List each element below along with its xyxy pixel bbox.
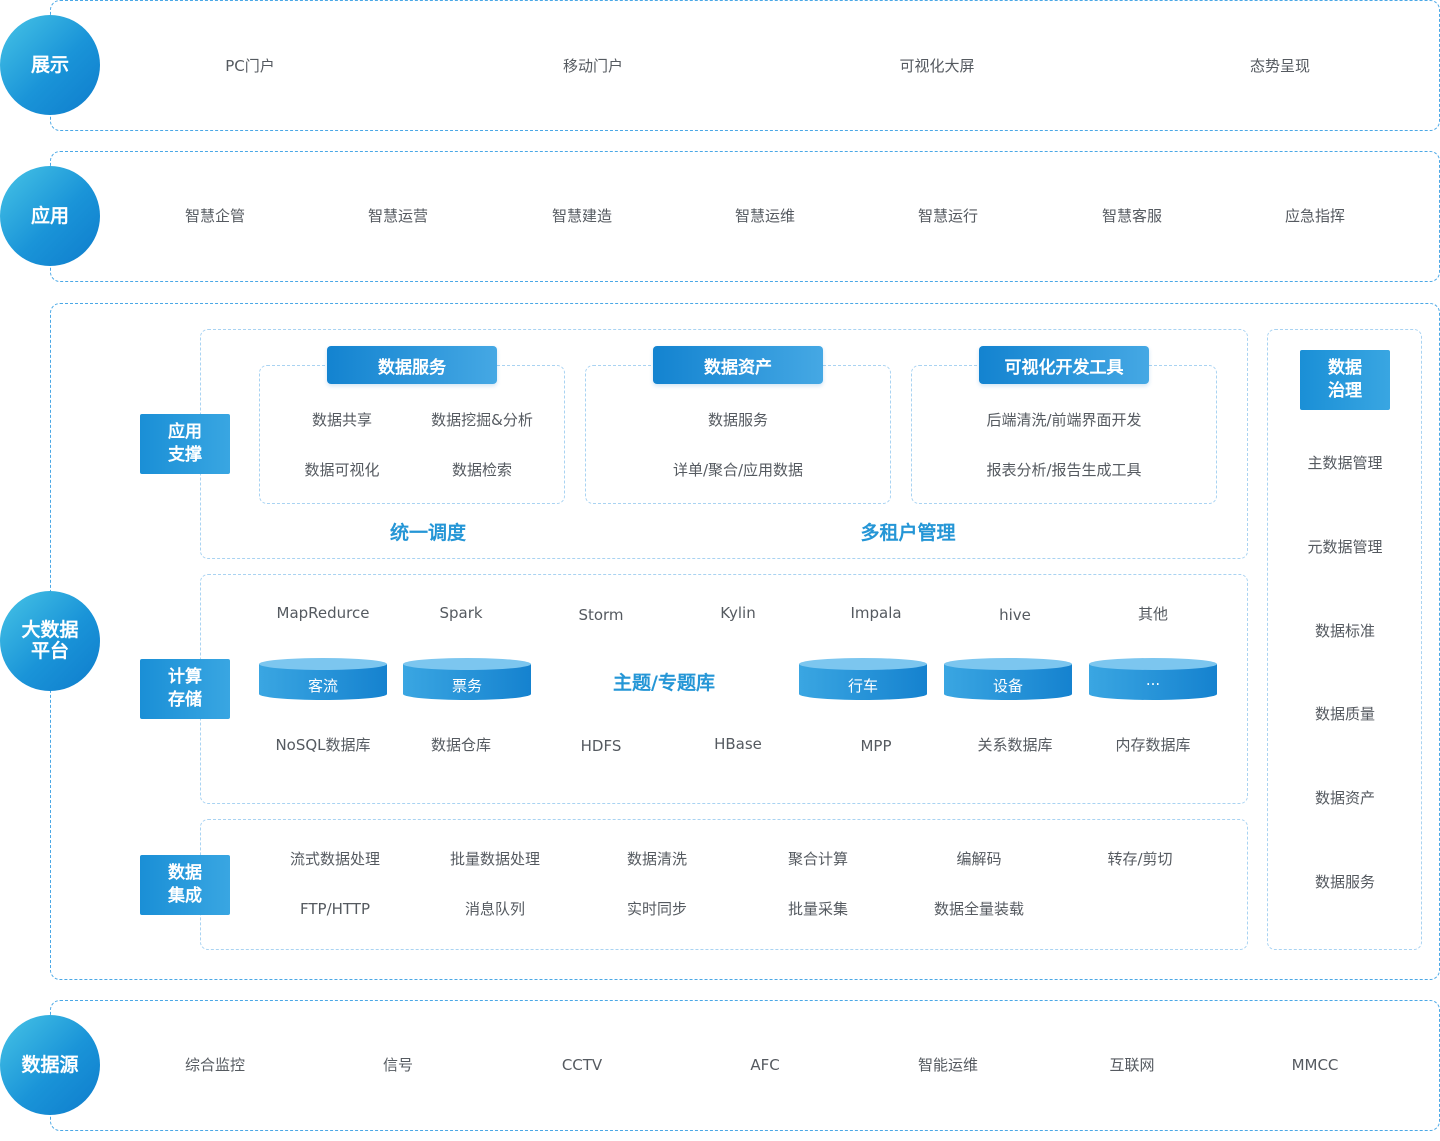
- integration-section: [200, 819, 1248, 950]
- display-layer-badge: 展示: [0, 15, 100, 115]
- application-item: 智慧建造: [551, 207, 613, 225]
- cylinder-label: 客流: [307, 677, 338, 695]
- visual-dev-title: 可视化开发工具: [979, 346, 1149, 384]
- multi-tenant-management: 多租户管理: [860, 522, 956, 544]
- visual-dev-card: [911, 365, 1217, 504]
- governance-item: 数据标准: [1314, 622, 1376, 640]
- source-item: 信号: [382, 1056, 414, 1074]
- engine-label: Kylin: [720, 604, 756, 622]
- database-cylinder: 票务: [403, 658, 531, 700]
- data-service-item: 数据挖掘&分析: [431, 411, 533, 429]
- cylinder-label: 行车: [847, 677, 878, 695]
- integration-item: FTP/HTTP: [299, 900, 371, 918]
- application-item: 智慧客服: [1101, 207, 1163, 225]
- source-item: 智能运维: [917, 1056, 979, 1074]
- display-item: 态势呈现: [1249, 57, 1311, 75]
- platform-layer-badge: 大数据平台: [0, 591, 100, 691]
- cylinder-label: 票务: [451, 677, 482, 695]
- source-item: 综合监控: [184, 1056, 246, 1074]
- database-cylinder: 客流: [259, 658, 387, 700]
- visual-dev-item: 后端清洗/前端界面开发: [986, 411, 1142, 429]
- cylinder-label: 设备: [992, 677, 1023, 695]
- engine-label: MapRedurce: [276, 604, 370, 622]
- application-item: 智慧运行: [917, 207, 979, 225]
- governance-section: [1267, 329, 1422, 950]
- governance-item: 数据质量: [1314, 705, 1376, 723]
- data-service-card: [259, 365, 565, 504]
- integration-item: 编解码: [956, 850, 1002, 868]
- store-label: 内存数据库: [1115, 736, 1191, 754]
- database-cylinder: ...: [1089, 658, 1217, 700]
- store-label: 关系数据库: [977, 736, 1053, 754]
- database-cylinder: 设备: [944, 658, 1072, 700]
- integration-item: 批量数据处理: [449, 850, 541, 868]
- application-layer-badge: 应用: [0, 166, 100, 266]
- application-item: 智慧企管: [184, 207, 246, 225]
- data-service-item: 数据可视化: [304, 461, 380, 479]
- source-item: 互联网: [1109, 1056, 1155, 1074]
- source-item: AFC: [750, 1056, 780, 1074]
- data-asset-title: 数据资产: [653, 346, 823, 384]
- store-label: 数据仓库: [430, 736, 492, 754]
- integration-item: 批量采集: [787, 900, 849, 918]
- source-item: MMCC: [1291, 1056, 1339, 1074]
- engine-label: Spark: [439, 604, 483, 622]
- display-item: PC门户: [225, 57, 275, 75]
- application-item: 智慧运维: [734, 207, 796, 225]
- data-service-item: 数据检索: [451, 461, 513, 479]
- display-item: 可视化大屏: [899, 57, 975, 75]
- unified-scheduling: 统一调度: [389, 522, 467, 544]
- topic-library-title: 主题/专题库: [613, 672, 715, 694]
- data-asset-item: 详单/聚合/应用数据: [672, 461, 804, 479]
- source-layer: [50, 1000, 1440, 1131]
- application-item: 智慧运营: [367, 207, 429, 225]
- data-asset-card: [585, 365, 891, 504]
- governance-item: 元数据管理: [1307, 538, 1383, 556]
- integration-item: 流式数据处理: [289, 850, 381, 868]
- integration-item: 实时同步: [626, 900, 688, 918]
- source-item: CCTV: [561, 1056, 603, 1074]
- integration-item: 消息队列: [464, 900, 526, 918]
- cylinder-label: ...: [1145, 671, 1161, 689]
- governance-item: 数据服务: [1314, 873, 1376, 891]
- governance-tag: 数据治理: [1300, 350, 1390, 410]
- source-layer-badge: 数据源: [0, 1015, 100, 1115]
- app-support-tag: 应用支撑: [140, 414, 230, 474]
- integration-item: 转存/剪切: [1107, 850, 1173, 868]
- store-label: NoSQL数据库: [275, 736, 371, 754]
- engine-label: 其他: [1137, 605, 1169, 623]
- integration-tag: 数据集成: [140, 855, 230, 915]
- compute-storage-tag: 计算存储: [140, 659, 230, 719]
- store-label: HDFS: [580, 737, 622, 755]
- engine-label: Storm: [578, 606, 624, 624]
- data-service-item: 数据共享: [311, 411, 373, 429]
- store-label: HBase: [714, 735, 762, 753]
- integration-item: 数据清洗: [626, 850, 688, 868]
- data-service-title: 数据服务: [327, 346, 497, 384]
- application-item: 应急指挥: [1284, 207, 1346, 225]
- database-cylinder: 行车: [799, 658, 927, 700]
- display-item: 移动门户: [562, 57, 624, 75]
- visual-dev-item: 报表分析/报告生成工具: [986, 461, 1142, 479]
- store-label: MPP: [860, 737, 892, 755]
- engine-label: hive: [999, 606, 1031, 624]
- engine-label: Impala: [850, 604, 902, 622]
- integration-item: 聚合计算: [787, 850, 849, 868]
- data-asset-item: 数据服务: [707, 411, 769, 429]
- integration-item: 数据全量装载: [933, 900, 1025, 918]
- governance-item: 主数据管理: [1307, 454, 1383, 472]
- governance-item: 数据资产: [1314, 789, 1376, 807]
